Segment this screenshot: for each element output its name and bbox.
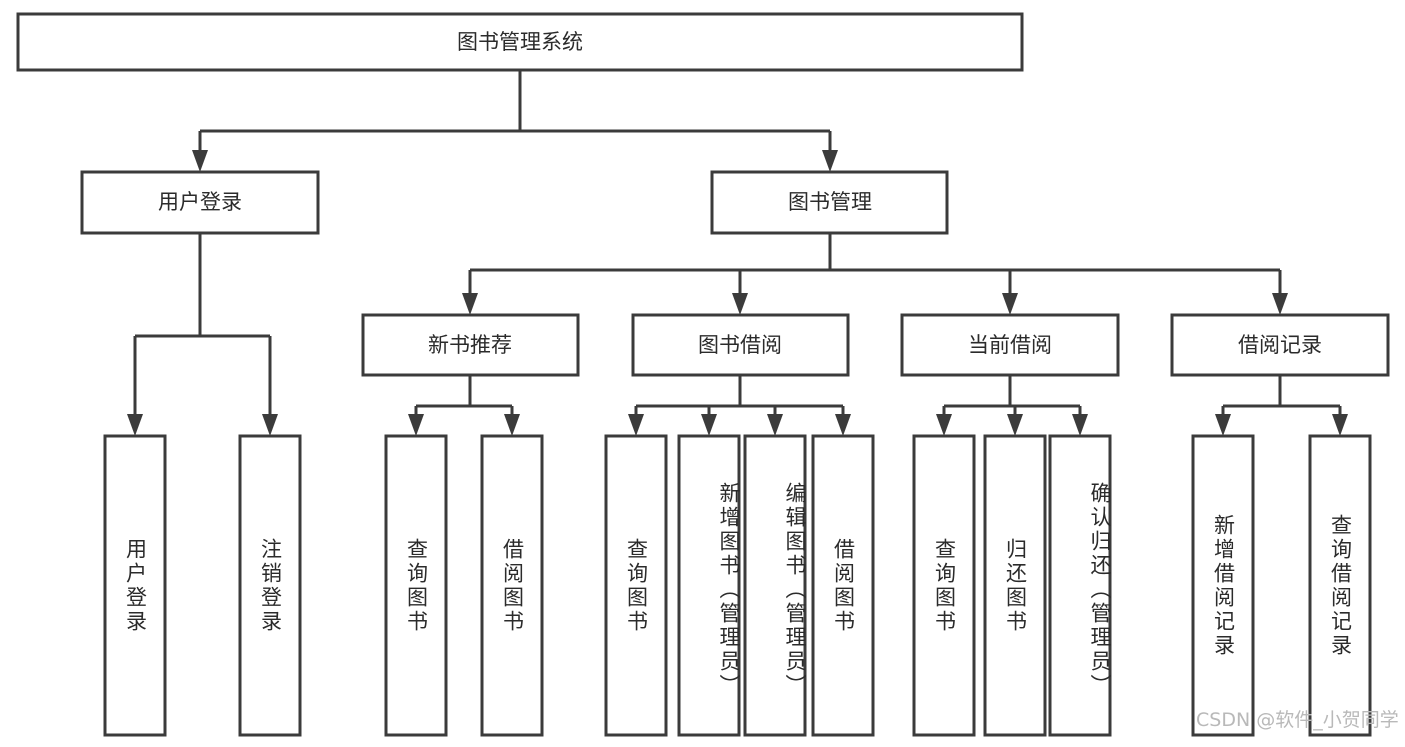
node-book-borrow[interactable]: 图书借阅: [631, 313, 850, 377]
node-root-label: 图书管理系统: [457, 30, 583, 54]
arrow-head-leaf-cb-return: [1007, 414, 1023, 436]
node-current-borrow[interactable]: 当前借阅: [900, 313, 1120, 377]
arrow-head-book-borrow: [732, 293, 748, 315]
node-current-borrow-box[interactable]: [900, 313, 1120, 377]
arrow-head-leaf-rec-query: [408, 414, 424, 436]
arrow-head-leaf-bb-borrow: [835, 414, 851, 436]
node-new-book-rec-box[interactable]: [361, 313, 580, 377]
arrow-head-leaf-bb-edit: [767, 414, 783, 436]
arrow-head-current-borrow: [1002, 293, 1018, 315]
node-book-manage-box[interactable]: [710, 170, 949, 235]
node-book-borrow-box[interactable]: [631, 313, 850, 377]
node-borrow-record[interactable]: 借阅记录: [1170, 313, 1390, 377]
arrow-head-leaf-cb-confirm: [1072, 414, 1088, 436]
leaf-box-bb-borrow[interactable]: [811, 434, 875, 737]
arrow-head-leaf-cb-query: [936, 414, 952, 436]
node-borrow-record-label: 借阅记录: [1238, 333, 1322, 357]
arrow-head-borrow-record: [1272, 293, 1288, 315]
arrow-head-leaf-user-login: [127, 414, 143, 436]
arrow-head-user-login: [192, 150, 208, 172]
leaf-box-cb-return[interactable]: [983, 434, 1047, 737]
connector-book-borrow-to-leaves: [628, 375, 851, 436]
leaf-node-boxes: [103, 434, 1372, 737]
node-book-manage[interactable]: 图书管理: [710, 170, 949, 235]
arrow-head-leaf-bb-query: [628, 414, 644, 436]
node-book-manage-label: 图书管理: [788, 190, 872, 214]
node-new-book-rec-label: 新书推荐: [428, 333, 512, 357]
leaf-box-rec-query[interactable]: [384, 434, 448, 737]
leaf-box-br-add[interactable]: [1191, 434, 1255, 737]
node-current-borrow-label: 当前借阅: [968, 333, 1052, 357]
connector-borrow-record-to-leaves: [1215, 375, 1348, 436]
arrow-head-leaf-br-add: [1215, 414, 1231, 436]
leaf-box-bb-add[interactable]: [677, 434, 741, 737]
leaf-box-bb-edit[interactable]: [743, 434, 807, 737]
arrow-head-book-manage: [822, 150, 838, 172]
node-new-book-rec[interactable]: 新书推荐: [361, 313, 580, 377]
node-root-system[interactable]: 图书管理系统: [16, 12, 1024, 72]
arrow-head-leaf-br-query: [1332, 414, 1348, 436]
arrow-head-leaf-user-logout: [262, 414, 278, 436]
node-user-login-label: 用户登录: [158, 190, 242, 214]
node-borrow-record-box[interactable]: [1170, 313, 1390, 377]
connector-new-book-rec-to-leaves: [408, 375, 520, 436]
leaf-box-bb-query[interactable]: [604, 434, 668, 737]
connector-user-login-to-leaves: [127, 233, 278, 436]
arrow-head-new-book-rec: [462, 293, 478, 315]
node-user-login-box[interactable]: [80, 170, 320, 235]
node-user-login[interactable]: 用户登录: [80, 170, 320, 235]
arrow-head-leaf-rec-borrow: [504, 414, 520, 436]
leaf-box-br-query[interactable]: [1308, 434, 1372, 737]
connector-current-borrow-to-leaves: [936, 375, 1088, 436]
leaf-box-cb-confirm[interactable]: [1048, 434, 1112, 737]
leaf-box-user-login[interactable]: [103, 434, 167, 737]
leaf-box-rec-borrow[interactable]: [480, 434, 544, 737]
connector-root-to-level2: [192, 70, 838, 172]
leaf-box-cb-query[interactable]: [912, 434, 976, 737]
node-book-borrow-label: 图书借阅: [698, 333, 782, 357]
arrow-head-leaf-bb-add: [701, 414, 717, 436]
leaf-box-user-logout[interactable]: [238, 434, 302, 737]
node-root-box[interactable]: [16, 12, 1024, 72]
connector-book-manage-to-level3: [462, 233, 1288, 315]
